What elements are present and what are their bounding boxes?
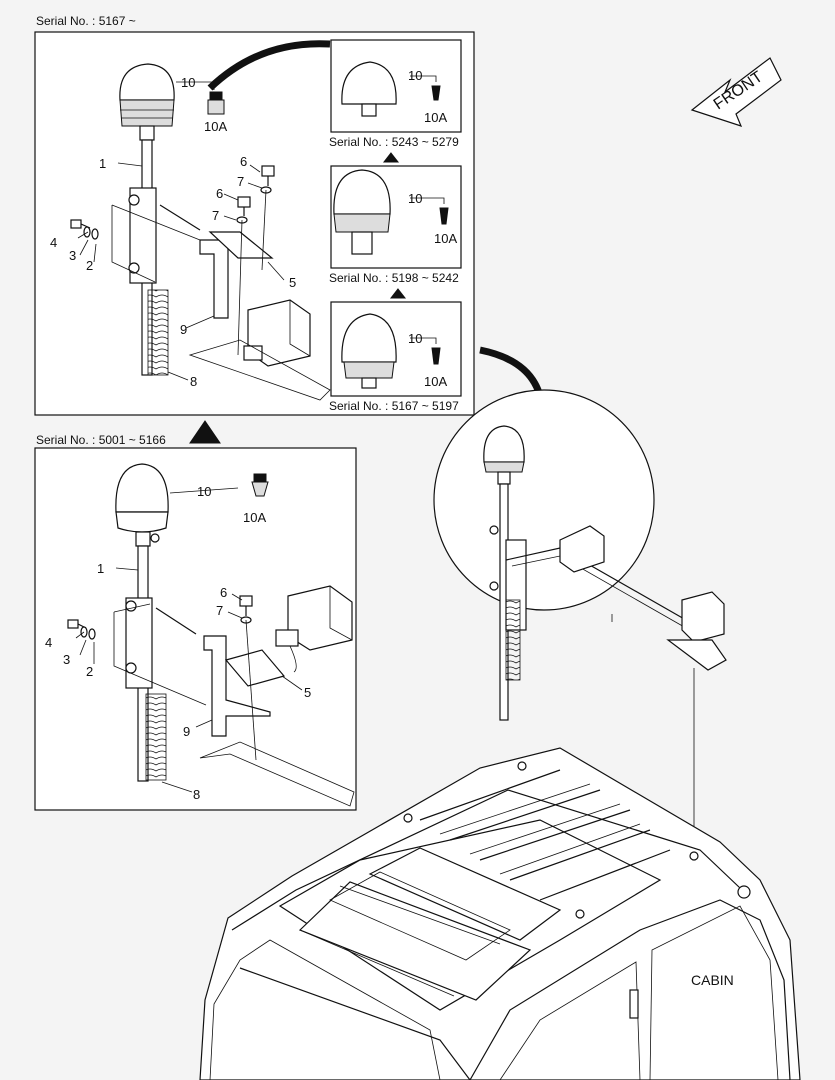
panel-bottom: Serial No. : 5001 ~ 5166 <box>34 433 357 811</box>
bolt-4 <box>67 619 96 640</box>
bulb-10a <box>251 473 269 497</box>
bolt-6-upper <box>261 165 275 186</box>
work-light <box>275 585 353 673</box>
bolt-6 <box>239 595 253 616</box>
callout-8: 8 <box>190 374 197 389</box>
callout-2: 2 <box>86 664 93 679</box>
callout-3: 3 <box>63 652 70 667</box>
variant-1-serial: Serial No. : 5243 ~ 5279 <box>329 135 459 149</box>
variant-2-sub: 10A <box>434 231 457 246</box>
variant-3-sub: 10A <box>424 374 447 389</box>
callout-7b: 7 <box>212 208 219 223</box>
callout-2: 2 <box>86 258 93 273</box>
bolt-6-lower <box>237 196 251 216</box>
callout-4: 4 <box>50 235 57 250</box>
detail-circle <box>433 346 701 721</box>
callout-7a: 7 <box>237 174 244 189</box>
beacon-lamp <box>119 63 175 141</box>
work-light <box>611 591 727 856</box>
pole <box>113 545 207 782</box>
work-light <box>243 299 311 367</box>
variant-3-callout: 10 <box>408 331 422 346</box>
plate <box>224 649 286 687</box>
callout-4: 4 <box>45 635 52 650</box>
callout-6: 6 <box>220 585 227 600</box>
callout-10a: 10A <box>204 119 227 134</box>
variant-inset-1: 10 10A Serial No. : 5243 ~ 5279 <box>329 39 462 149</box>
callout-5: 5 <box>304 685 311 700</box>
bulb-10a <box>207 91 225 115</box>
roof-rail <box>199 741 355 807</box>
bracket <box>203 635 271 737</box>
callout-7: 7 <box>216 603 223 618</box>
callout-9: 9 <box>183 724 190 739</box>
triangle-up-marker <box>189 420 221 444</box>
cabin: CABIN <box>199 747 801 1080</box>
beacon-lamp <box>115 463 169 547</box>
pole <box>111 139 201 376</box>
panel-top: Serial No. : 5167 ~ <box>34 14 475 416</box>
panel-top-serial: Serial No. : 5167 ~ <box>36 14 136 28</box>
variant-2-serial: Serial No. : 5198 ~ 5242 <box>329 271 459 285</box>
arrow-curve <box>207 40 331 91</box>
variant-3-serial: Serial No. : 5167 ~ 5197 <box>329 399 459 413</box>
arrow-curve <box>479 346 544 398</box>
callout-8: 8 <box>193 787 200 802</box>
front-arrow: FRONT <box>690 57 782 127</box>
panel-bottom-serial: Serial No. : 5001 ~ 5166 <box>36 433 166 447</box>
variant-2-callout: 10 <box>408 191 422 206</box>
callout-10a: 10A <box>243 510 266 525</box>
variant-1-sub: 10A <box>424 110 447 125</box>
callout-9: 9 <box>180 322 187 337</box>
variant-1-callout: 10 <box>408 68 422 83</box>
callout-10: 10 <box>197 484 211 499</box>
callout-6a: 6 <box>240 154 247 169</box>
variant-inset-2: 10 10A Serial No. : 5198 ~ 5242 <box>329 165 462 285</box>
cabin-label: CABIN <box>691 972 734 988</box>
callout-10: 10 <box>181 75 195 90</box>
triangle-up-marker <box>382 152 400 163</box>
callout-5: 5 <box>289 275 296 290</box>
variant-inset-3: 10 10A Serial No. : 5167 ~ 5197 <box>329 301 462 413</box>
callout-1: 1 <box>97 561 104 576</box>
triangle-up-marker <box>389 288 407 299</box>
callout-3: 3 <box>69 248 76 263</box>
bolt-4 <box>70 219 99 240</box>
callout-6b: 6 <box>216 186 223 201</box>
callout-1: 1 <box>99 156 106 171</box>
roof-rail <box>188 339 331 401</box>
